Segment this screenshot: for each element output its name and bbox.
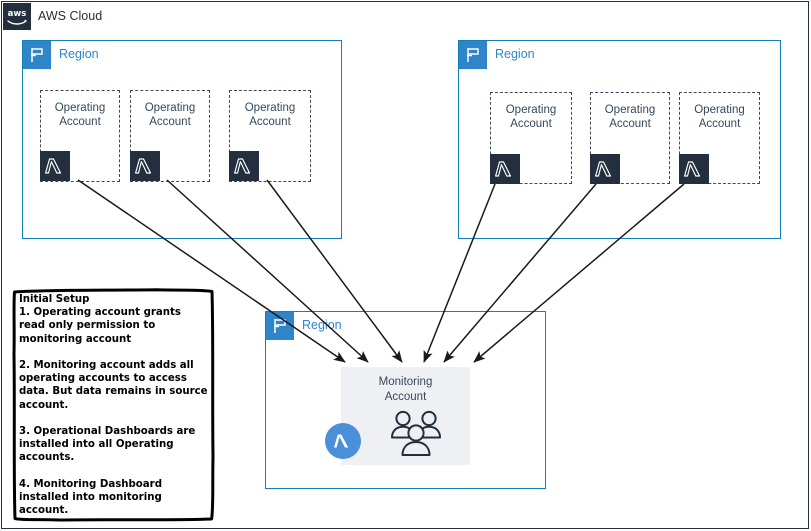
op-account-6-line1: Operating: [694, 104, 745, 116]
op-account-5-line2: Account: [609, 118, 651, 130]
op-account-4-label: Operating Account: [491, 103, 571, 131]
op-account-3: Operating Account: [229, 90, 311, 182]
op-account-1-line1: Operating: [54, 102, 106, 114]
region-flag-icon: [459, 41, 487, 69]
aws-logo-icon: aws: [3, 3, 31, 30]
region-flag-icon: [23, 41, 51, 69]
op-account-6-line2: Account: [698, 118, 741, 130]
users-group-icon: [387, 409, 445, 459]
op-account-5: Operating Account: [590, 92, 670, 184]
op-account-3-line1: Operating: [244, 102, 296, 114]
monitoring-account-label: Monitoring Account: [341, 375, 470, 404]
op-account-1: Operating Account: [40, 90, 120, 182]
op-account-1-label: Operating Account: [41, 101, 119, 129]
svg-text:aws: aws: [8, 9, 27, 19]
op-account-1-line2: Account: [59, 116, 101, 128]
lambda-icon-op-2: [130, 151, 160, 181]
op-account-4-line1: Operating: [505, 104, 557, 116]
lambda-icon-monitoring: [325, 423, 361, 459]
region-top-left: Region: [22, 40, 342, 239]
region-bottom-center-label: Region: [302, 318, 342, 332]
region-top-left-label: Region: [59, 47, 99, 61]
initial-setup-note-text: Initial Setup 1. Operating account grant…: [19, 294, 208, 517]
region-flag-icon: [266, 312, 294, 340]
monitoring-account: Monitoring Account: [325, 367, 470, 465]
lambda-icon-op-3: [229, 151, 259, 181]
op-account-4: Operating Account: [490, 92, 572, 184]
monitoring-account-line2: Account: [384, 390, 427, 403]
lambda-icon-op-4: [490, 154, 520, 184]
op-account-6-label: Operating Account: [680, 103, 759, 131]
initial-setup-note: Initial Setup 1. Operating account grant…: [12, 288, 215, 522]
lambda-icon-op-1: [40, 151, 70, 181]
note-border: [12, 288, 215, 522]
op-account-3-label: Operating Account: [230, 101, 310, 129]
op-account-2-line1: Operating: [144, 102, 196, 114]
op-account-5-line1: Operating: [604, 104, 656, 116]
op-account-2-label: Operating Account: [131, 101, 209, 129]
op-account-4-line2: Account: [510, 118, 552, 130]
op-account-3-line2: Account: [249, 116, 291, 128]
op-account-5-label: Operating Account: [591, 103, 669, 131]
aws-cloud-label: AWS Cloud: [38, 9, 103, 23]
lambda-icon-op-5: [590, 154, 620, 184]
op-account-2-line2: Account: [149, 116, 191, 128]
region-top-right-label: Region: [495, 47, 535, 61]
lambda-icon-op-6: [679, 154, 709, 184]
op-account-6: Operating Account: [679, 92, 760, 184]
monitoring-account-line1: Monitoring: [378, 376, 433, 388]
